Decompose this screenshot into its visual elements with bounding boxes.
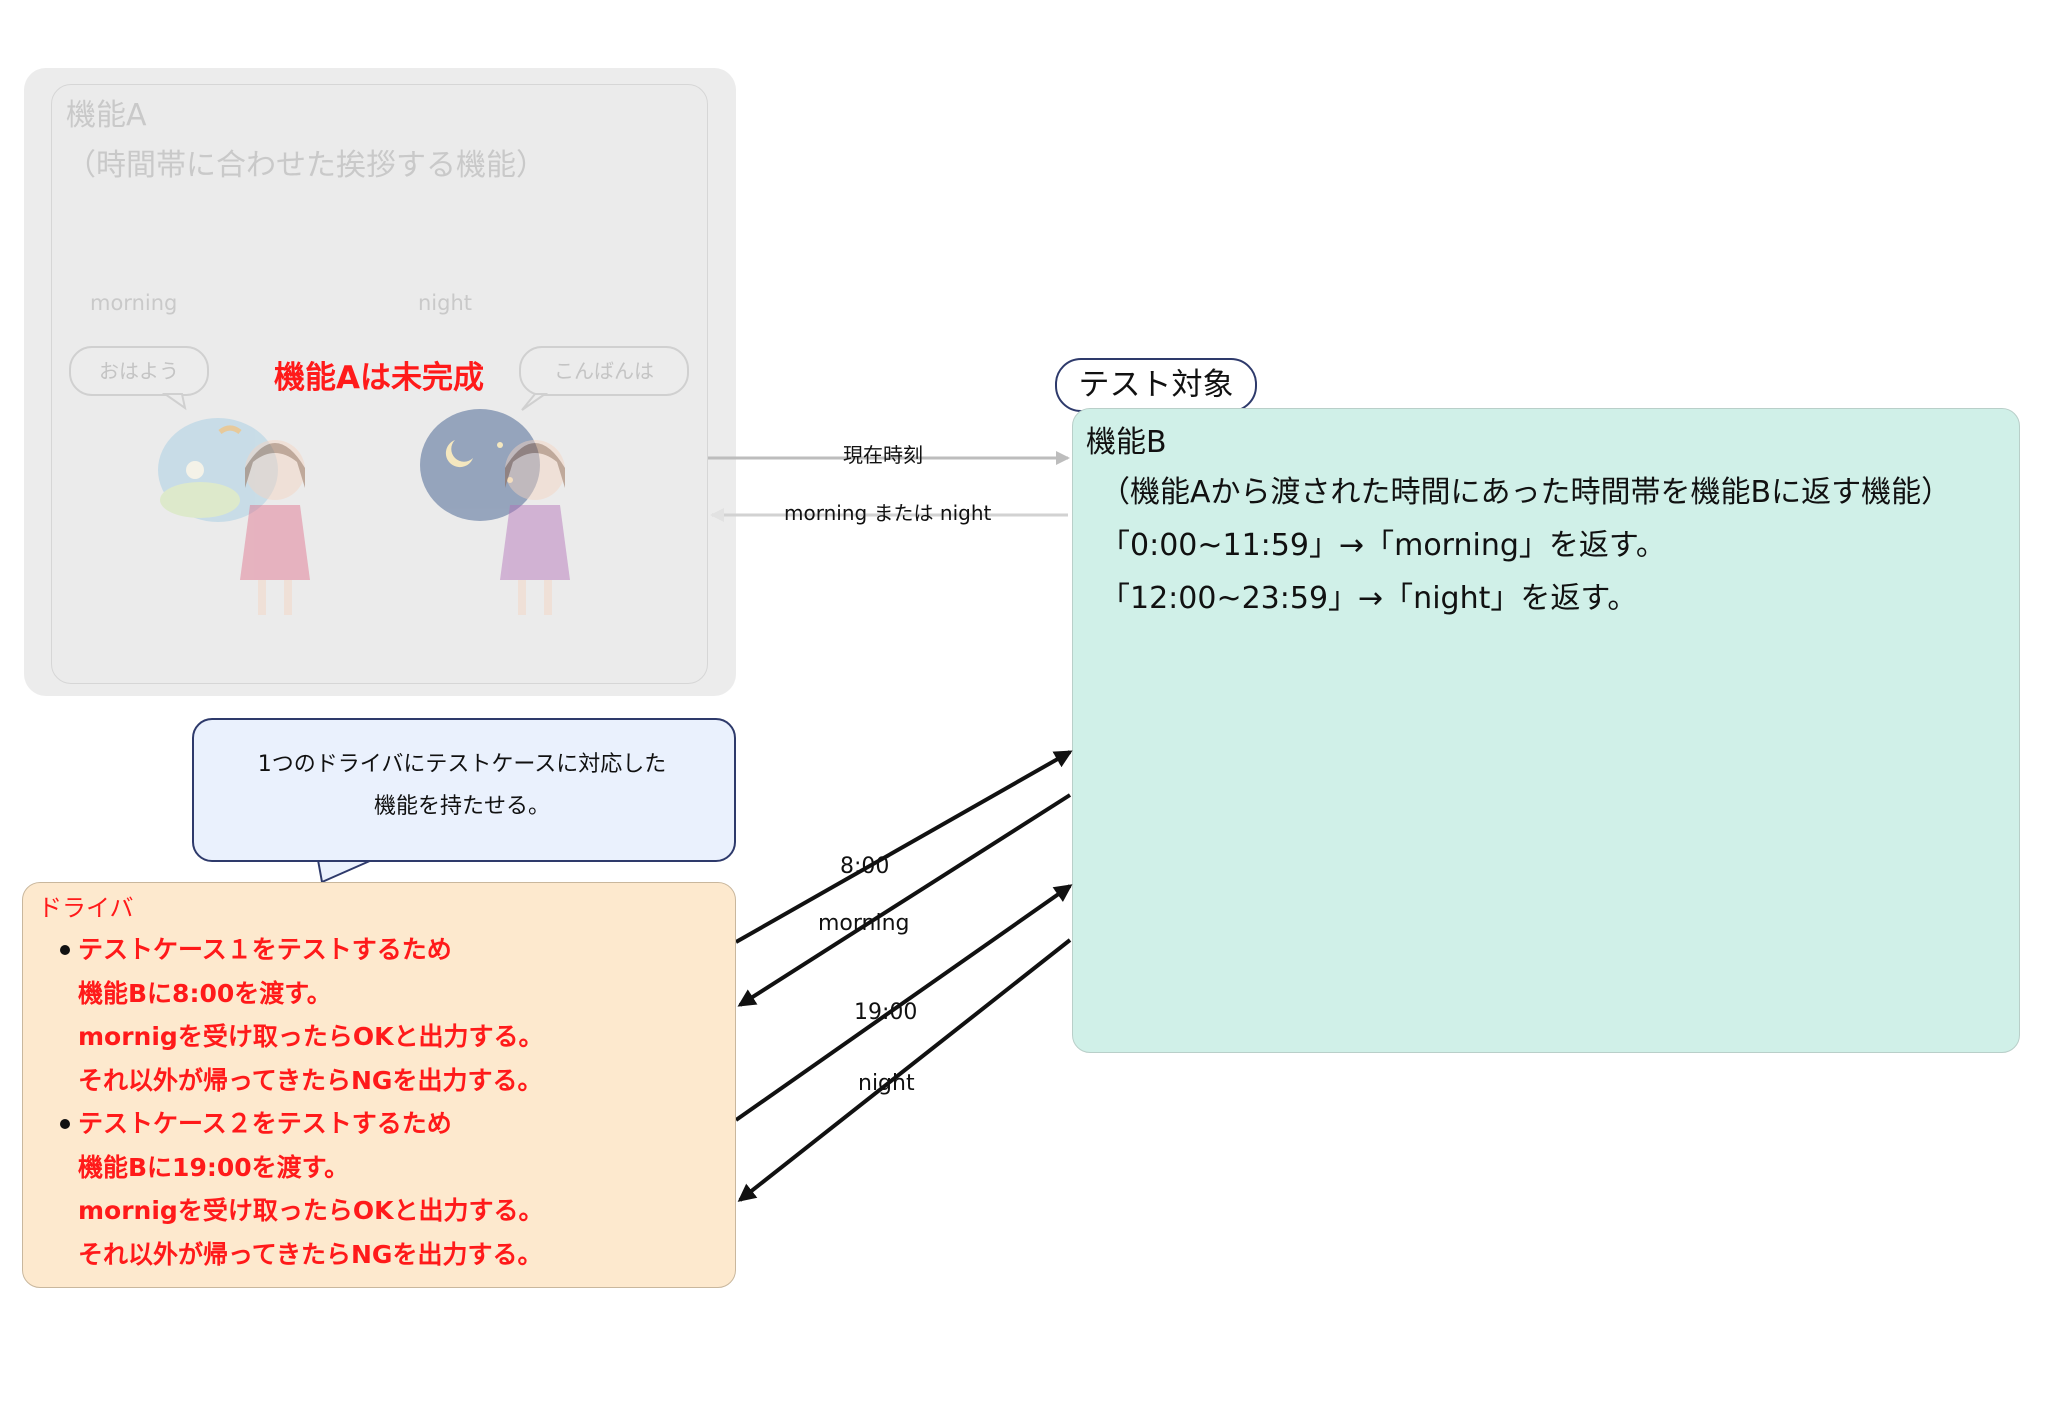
driver-case-2-heading: テストケース２をテストするため	[78, 1109, 452, 1138]
sun-icon	[158, 418, 278, 522]
greeting-night: こんばんは	[554, 359, 654, 383]
girl-night-icon	[500, 440, 570, 615]
label-current-time: 現在時刻	[843, 443, 923, 467]
driver-case-1-line: それ以外が帰ってきたらNGを出力する。	[78, 1066, 543, 1095]
label-time-8: 8:00	[840, 854, 890, 879]
label-return-night: night	[858, 1071, 915, 1096]
driver-case-1-line: 機能Bに8:00を渡す。	[78, 979, 332, 1008]
driver-box	[22, 882, 736, 1288]
label-return-morning: morning	[818, 911, 910, 936]
feature-a-description: （時間帯に合わせた挨拶する機能）	[66, 148, 546, 183]
label-morning-or-night: morning または night	[784, 501, 992, 525]
driver-case-1-line: mornigを受け取ったらOKと出力する。	[78, 1022, 544, 1051]
driver-case-2-line: それ以外が帰ってきたらNGを出力する。	[78, 1240, 543, 1269]
bullet-icon	[60, 1119, 70, 1129]
feature-a-night-label: night	[418, 291, 473, 315]
arrow-return-night	[737, 938, 1072, 1202]
driver-case-2-line: 機能Bに19:00を渡す。	[78, 1153, 350, 1182]
bullet-icon	[60, 945, 70, 955]
feature-a-morning-label: morning	[90, 291, 178, 315]
callout-bubble	[192, 718, 736, 862]
driver-case-1-heading: テストケース１をテストするため	[78, 935, 452, 964]
arrow-send-19	[734, 884, 1073, 1122]
moon-icon	[420, 409, 540, 521]
feature-b-title: 機能B	[1086, 425, 1167, 460]
callout-tail-fill	[320, 854, 370, 860]
feature-b-rule-night: 「12:00~23:59」→「night」を返す。	[1100, 581, 1638, 616]
test-target-tag: テスト対象	[1055, 358, 1257, 412]
speech-bubble-morning: おはよう	[69, 346, 209, 411]
feature-a-title: 機能A	[66, 98, 147, 133]
arrow-return-morning	[737, 793, 1072, 1007]
driver-title: ドライバ	[38, 894, 134, 922]
feature-b-rule-morning: 「0:00~11:59」→「morning」を返す。	[1100, 528, 1666, 563]
feature-b-box	[1072, 408, 2020, 1053]
greeting-morning: おはよう	[99, 359, 179, 383]
callout-text: 1つのドライバにテストケースに対応した 機能を持たせる。	[192, 744, 732, 828]
feature-a-illustrations: おはよう こんばんは	[69, 346, 689, 615]
driver-case-2-line: mornigを受け取ったらOKと出力する。	[78, 1196, 544, 1225]
feature-a-unfinished-label: 機能Aは未完成	[274, 360, 484, 396]
speech-bubble-night: こんばんは	[519, 346, 689, 411]
arrow-send-8	[735, 750, 1073, 944]
girl-morning-icon	[240, 440, 310, 615]
label-time-19: 19:00	[854, 1000, 918, 1025]
callout-line-1: 1つのドライバにテストケースに対応した	[257, 752, 667, 777]
callout-line-2: 機能を持たせる。	[373, 794, 550, 819]
feature-b-description: （機能Aから渡された時間にあった時間帯を機能Bに返す機能）	[1100, 475, 1952, 510]
